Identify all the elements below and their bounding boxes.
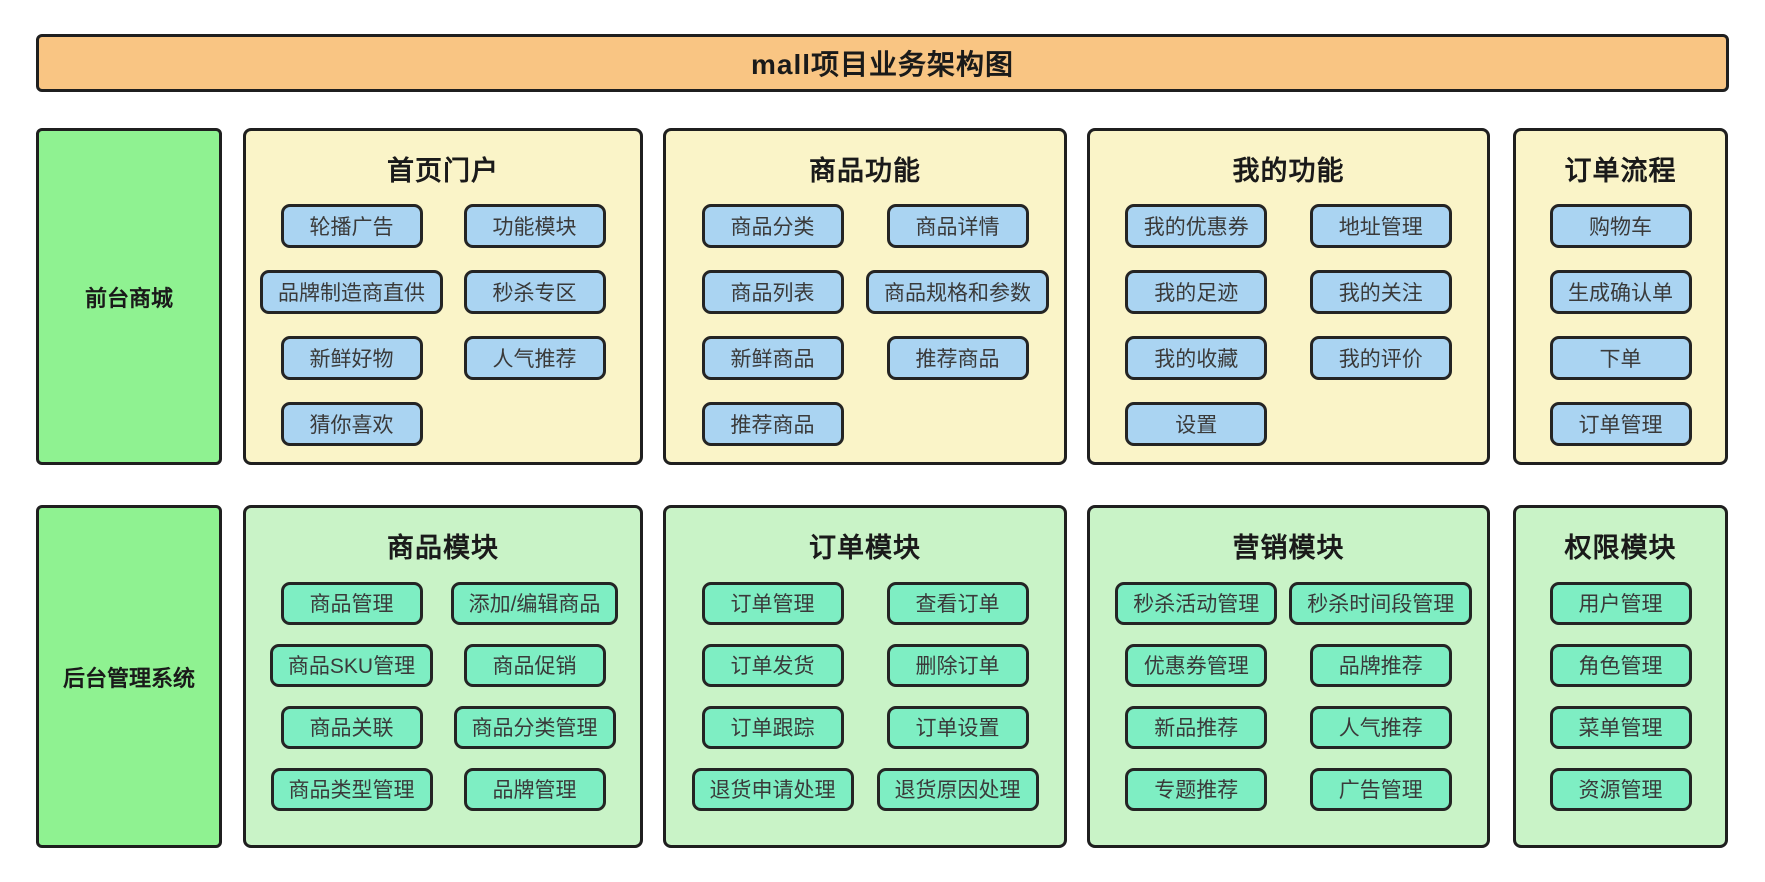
sidebar-label: 前台商城: [84, 285, 173, 311]
node-grid: 购物车 生成确认单 下单 订单管理: [1516, 193, 1725, 457]
diagram-node: 订单管理: [1549, 402, 1692, 446]
node-grid: 我的优惠券 我的足迹 我的收藏 设置 地址管理 我的关注 我的评价: [1090, 193, 1487, 457]
diagram-node: 商品列表: [701, 270, 844, 314]
diagram-node: 菜单管理: [1549, 705, 1692, 749]
diagram-node: 优惠券管理: [1125, 643, 1268, 687]
panel-homepage-portal: 首页门户 轮播广告 品牌制造商直供 新鲜好物 猜你喜欢 功能模块 秒杀专区 人气…: [243, 128, 643, 465]
panel-title: 权限模块: [1564, 533, 1677, 563]
diagram-node: 新鲜好物: [280, 336, 423, 380]
diagram-node: 新鲜商品: [701, 336, 844, 380]
diagram-node: 设置: [1125, 402, 1268, 446]
diagram-node: 订单发货: [701, 643, 844, 687]
diagram-node: 猜你喜欢: [280, 402, 423, 446]
diagram-node: 我的收藏: [1125, 336, 1268, 380]
diagram-node: 人气推荐: [463, 336, 606, 380]
sidebar-admin-system: 后台管理系统: [36, 505, 222, 848]
diagram-title-banner: mall项目业务架构图: [36, 34, 1729, 92]
diagram-node: 资源管理: [1549, 767, 1692, 811]
diagram-node: 商品类型管理: [270, 767, 433, 811]
diagram-node: 商品管理: [280, 581, 423, 625]
diagram-node: 广告管理: [1309, 767, 1452, 811]
diagram-node: 添加/编辑商品: [450, 581, 619, 625]
diagram-node: 删除订单: [886, 643, 1029, 687]
diagram-node: 品牌制造商直供: [260, 270, 443, 314]
diagram-node: 商品关联: [280, 705, 423, 749]
diagram-node: 订单跟踪: [701, 705, 844, 749]
diagram-node: 品牌管理: [463, 767, 606, 811]
node-grid: 秒杀活动管理 优惠券管理 新品推荐 专题推荐 秒杀时间段管理 品牌推荐 人气推荐…: [1090, 572, 1487, 820]
diagram-node: 秒杀专区: [463, 270, 606, 314]
diagram-node: 秒杀时间段管理: [1289, 581, 1473, 625]
node-grid: 用户管理 角色管理 菜单管理 资源管理: [1516, 572, 1725, 820]
panel-title: 首页门户: [387, 156, 499, 186]
panel-order-flow: 订单流程 购物车 生成确认单 下单 订单管理: [1513, 128, 1728, 465]
panel-title: 订单模块: [809, 533, 921, 563]
panel-marketing-module: 营销模块 秒杀活动管理 优惠券管理 新品推荐 专题推荐 秒杀时间段管理 品牌推荐…: [1087, 505, 1490, 848]
diagram-node: 推荐商品: [701, 402, 844, 446]
panel-product-features: 商品功能 商品分类 商品列表 新鲜商品 推荐商品 商品详情 商品规格和参数 推荐…: [663, 128, 1067, 465]
panel-title: 订单流程: [1564, 156, 1677, 186]
diagram-node: 专题推荐: [1125, 767, 1268, 811]
diagram-node: 商品规格和参数: [866, 270, 1049, 314]
diagram-node: 退货原因处理: [876, 767, 1039, 811]
panel-title: 商品功能: [809, 156, 921, 186]
diagram-node: 订单管理: [701, 581, 844, 625]
diagram-node: 退货申请处理: [691, 767, 854, 811]
node-grid: 轮播广告 品牌制造商直供 新鲜好物 猜你喜欢 功能模块 秒杀专区 人气推荐: [246, 193, 640, 457]
diagram-node: 我的足迹: [1125, 270, 1268, 314]
sidebar-frontend-mall: 前台商城: [36, 128, 222, 465]
diagram-node: 功能模块: [463, 204, 606, 248]
diagram-node: 订单设置: [886, 705, 1029, 749]
panel-product-module: 商品模块 商品管理 商品SKU管理 商品关联 商品类型管理 添加/编辑商品 商品…: [243, 505, 643, 848]
diagram-node: 我的评价: [1309, 336, 1452, 380]
diagram-node: 我的关注: [1309, 270, 1452, 314]
diagram-node: 秒杀活动管理: [1115, 581, 1278, 625]
diagram-node: 下单: [1549, 336, 1692, 380]
node-grid: 商品分类 商品列表 新鲜商品 推荐商品 商品详情 商品规格和参数 推荐商品: [666, 193, 1064, 457]
diagram-node: 购物车: [1549, 204, 1692, 248]
node-grid: 订单管理 订单发货 订单跟踪 退货申请处理 查看订单 删除订单 订单设置 退货原…: [666, 572, 1064, 820]
diagram-node: 我的优惠券: [1125, 204, 1268, 248]
diagram-node: 角色管理: [1549, 643, 1692, 687]
sidebar-label: 后台管理系统: [62, 665, 195, 691]
panel-title: 营销模块: [1232, 533, 1345, 563]
diagram-title: mall项目业务架构图: [750, 49, 1015, 80]
diagram-node: 商品促销: [463, 643, 606, 687]
diagram-node: 地址管理: [1309, 204, 1452, 248]
diagram-node: 商品分类管理: [453, 705, 616, 749]
panel-my-features: 我的功能 我的优惠券 我的足迹 我的收藏 设置 地址管理 我的关注 我的评价: [1087, 128, 1490, 465]
diagram-node: 新品推荐: [1125, 705, 1268, 749]
panel-order-module: 订单模块 订单管理 订单发货 订单跟踪 退货申请处理 查看订单 删除订单 订单设…: [663, 505, 1067, 848]
diagram-node: 品牌推荐: [1309, 643, 1452, 687]
diagram-node: 商品SKU管理: [269, 643, 434, 687]
diagram-node: 人气推荐: [1309, 705, 1452, 749]
panel-permission-module: 权限模块 用户管理 角色管理 菜单管理 资源管理: [1513, 505, 1728, 848]
panel-title: 商品模块: [387, 533, 499, 563]
diagram-node: 用户管理: [1549, 581, 1692, 625]
diagram-node: 查看订单: [886, 581, 1029, 625]
diagram-node: 轮播广告: [280, 204, 423, 248]
node-grid: 商品管理 商品SKU管理 商品关联 商品类型管理 添加/编辑商品 商品促销 商品…: [246, 572, 640, 820]
panel-title: 我的功能: [1232, 156, 1345, 186]
diagram-node: 生成确认单: [1549, 270, 1692, 314]
diagram-node: 推荐商品: [886, 336, 1029, 380]
diagram-node: 商品详情: [886, 204, 1029, 248]
diagram-node: 商品分类: [701, 204, 844, 248]
